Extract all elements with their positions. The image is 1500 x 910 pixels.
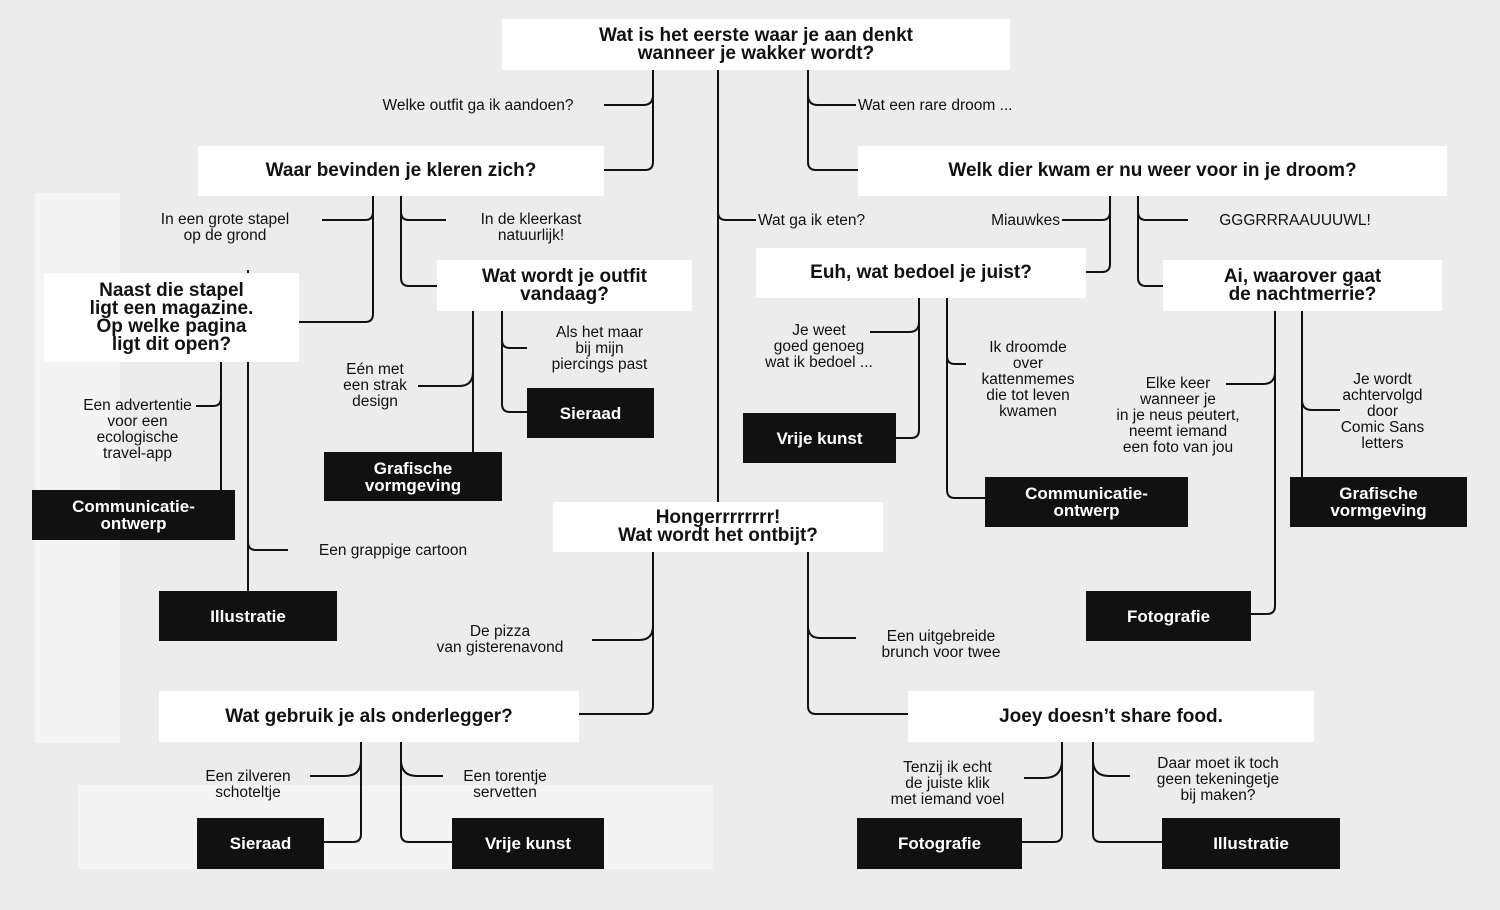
answer-stapel: In een grote stapel op de grond [160,211,290,244]
answer-zilveren: Een zilveren schoteltje [205,768,291,801]
answer-comic-sans: Je wordt achtervolgd door Comic Sans let… [1340,371,1425,452]
result-illustratie-2: Illustratie [1162,818,1340,869]
answer-grr: GGGRRRAAUUUWL! [1219,212,1371,229]
question-magazine: Naast die stapel ligt een magazine. Op w… [44,273,299,362]
question-outfit: Wat wordt je outfit vandaag? [437,260,692,311]
result-communicatieontwerp-1: Communicatie- ontwerp [32,490,235,540]
question-onderlegger: Wat gebruik je als onderlegger? [159,691,579,742]
result-fotografie-2: Fotografie [857,818,1022,869]
result-vrije-kunst-2: Vrije kunst [452,818,604,869]
answer-elke-keer: Elke keer wanneer je in je neus peutert,… [1116,375,1240,456]
question-bedoel: Euh, wat bedoel je juist? [756,248,1086,298]
question-droom: Welk dier kwam er nu weer voor in je dro… [858,146,1447,196]
result-grafische-vormgeving-1: Grafische vormgeving [324,452,502,501]
answer-jeweet: Je weet goed genoeg wat ik bedoel ... [765,322,873,371]
answer-rare-droom: Wat een rare droom ... [858,97,1013,114]
result-vrije-kunst-1: Vrije kunst [743,413,896,463]
question-kleren: Waar bevinden je kleren zich? [198,146,604,196]
result-grafische-vormgeving-2: Grafische vormgeving [1290,477,1467,527]
question-ontbijt: Hongerrrrrrrr! Wat wordt het ontbijt? [553,502,883,552]
answer-piercings: Als het maar bij mijn piercings past [551,324,648,373]
answer-tekening: Daar moet ik toch geen tekeningetje bij … [1156,755,1280,804]
answer-kleerkast: In de kleerkast natuurlijk! [480,211,582,244]
question-nachtmerrie: Ai, waarover gaat de nachtmerrie? [1163,260,1442,311]
result-sieraad-2: Sieraad [197,818,324,869]
answer-eten: Wat ga ik eten? [758,212,866,229]
answer-katten: Ik droomde over kattenmemes die tot leve… [981,339,1075,420]
answer-cartoon: Een grappige cartoon [318,542,468,559]
question-start: Wat is het eerste waar je aan denkt wann… [502,19,1010,70]
answer-strak: Eén met een strak design [343,361,407,410]
result-sieraad-1: Sieraad [527,388,654,438]
question-joey: Joey doesn’t share food. [908,691,1314,742]
result-fotografie-1: Fotografie [1086,591,1251,641]
background-panel-bottom [78,785,713,869]
result-communicatieontwerp-2: Communicatie- ontwerp [985,477,1188,527]
answer-torentje: Een torentje servetten [463,768,547,801]
answer-pizza: De pizza van gisterenavond [436,623,564,656]
result-illustratie-1: Illustratie [159,591,337,641]
answer-advertentie: Een advertentie voor een ecologische tra… [83,397,192,462]
answer-miauwkes: Miauwkes [991,212,1060,229]
answer-brunch: Een uitgebreide brunch voor twee [881,628,1001,661]
answer-outfit: Welke outfit ga ik aandoen? [382,97,574,114]
answer-klik: Tenzij ik echt de juiste klik met iemand… [890,759,1005,808]
